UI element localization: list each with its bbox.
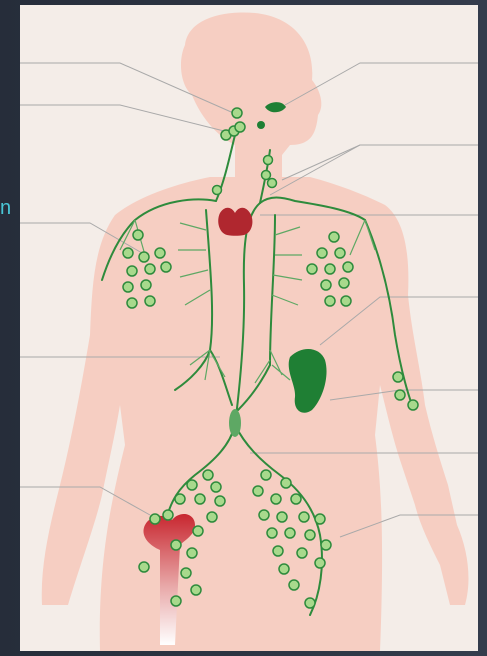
lymph-node <box>395 390 405 400</box>
lymph-node <box>123 248 133 258</box>
slide-partial-text: n <box>0 196 11 220</box>
cisterna-chyli <box>229 409 241 437</box>
lymph-node <box>299 512 309 522</box>
lymph-node <box>335 248 345 258</box>
lymph-node <box>329 232 339 242</box>
lymph-node <box>268 179 277 188</box>
lymph-node <box>211 482 221 492</box>
lymph-node <box>187 548 197 558</box>
lymph-node <box>215 496 225 506</box>
lymph-node <box>261 470 271 480</box>
lymph-node <box>123 282 133 292</box>
lymph-node <box>341 296 351 306</box>
lymph-node <box>285 528 295 538</box>
lymph-node <box>161 262 171 272</box>
lymph-node <box>267 528 277 538</box>
body-silhouette <box>42 12 469 651</box>
lymph-node <box>155 248 165 258</box>
lymph-node <box>139 252 149 262</box>
lymph-node <box>321 540 331 550</box>
lymph-node <box>393 372 403 382</box>
lymph-node <box>253 486 263 496</box>
lymph-node <box>150 514 160 524</box>
lymph-node <box>213 186 222 195</box>
lymph-node <box>171 596 181 606</box>
lymph-node <box>317 248 327 258</box>
torso <box>42 177 469 651</box>
lymph-node <box>191 585 201 595</box>
lymph-node <box>307 264 317 274</box>
lymph-node <box>259 510 269 520</box>
lymph-node <box>235 122 245 132</box>
lymph-node <box>325 264 335 274</box>
lymph-node <box>315 514 325 524</box>
lymph-node <box>145 296 155 306</box>
lymph-node <box>408 400 418 410</box>
lymph-node <box>163 510 173 520</box>
lymph-node <box>279 564 289 574</box>
lymph-node <box>325 296 335 306</box>
lymph-node <box>339 278 349 288</box>
lymph-node <box>139 562 149 572</box>
diagram-panel <box>20 5 478 651</box>
lymph-node <box>321 280 331 290</box>
lymphatic-system-diagram <box>20 5 478 651</box>
lymph-node <box>291 494 301 504</box>
lymph-node <box>264 156 273 165</box>
lymph-node <box>277 512 287 522</box>
lymph-node <box>343 262 353 272</box>
lymph-node <box>281 478 291 488</box>
lymph-node <box>273 546 283 556</box>
lymph-node <box>145 264 155 274</box>
lymph-node <box>181 568 191 578</box>
lymph-node <box>271 494 281 504</box>
leader-line <box>282 145 360 180</box>
lymph-node <box>207 512 217 522</box>
lymph-node <box>127 298 137 308</box>
lymph-node <box>297 548 307 558</box>
lymph-node <box>175 494 185 504</box>
lymph-node <box>171 540 181 550</box>
lymph-node <box>315 558 325 568</box>
lymph-node <box>232 108 242 118</box>
lymph-node <box>141 280 151 290</box>
lymph-node <box>305 598 315 608</box>
lymph-node <box>133 230 143 240</box>
lymph-node <box>127 266 137 276</box>
lymph-node <box>203 470 213 480</box>
lymph-node <box>187 480 197 490</box>
lymph-node <box>262 171 271 180</box>
lymph-node <box>195 494 205 504</box>
lymph-node <box>305 530 315 540</box>
lymph-node <box>289 580 299 590</box>
tonsil-small <box>257 121 265 129</box>
lymph-node <box>193 526 203 536</box>
